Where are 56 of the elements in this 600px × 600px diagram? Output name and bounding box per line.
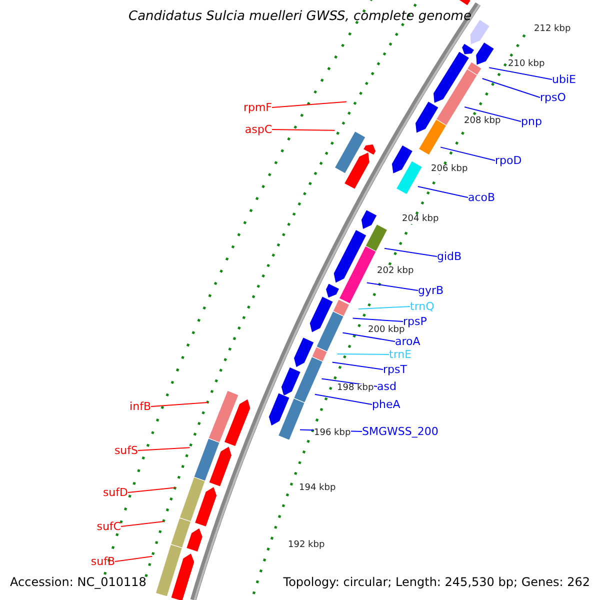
leader-line (332, 362, 384, 370)
leader-line (150, 402, 208, 407)
gene-label: asd (377, 381, 396, 392)
scale-label: 210 kbp (508, 60, 545, 69)
scale-label: 212 kbp (534, 25, 571, 34)
scale-label: 194 kbp (299, 484, 336, 493)
accession-text: Accession: NC_010118 (10, 576, 146, 588)
gene-label: pnp (521, 116, 542, 127)
leader-line (366, 282, 418, 291)
gene-label: pheA (372, 399, 400, 410)
scale-label: 208 kbp (464, 117, 501, 126)
leader-line (336, 354, 390, 355)
gene-label: sufB (90, 556, 115, 567)
leader-line (128, 487, 176, 493)
leader-line (384, 248, 438, 257)
gene-label: acoB (468, 192, 496, 203)
gene-label: sufS (114, 445, 138, 456)
leader-line (352, 318, 404, 322)
gene-label: rpsT (383, 364, 407, 375)
gene-label: rpmF (243, 102, 272, 113)
scale-label: 192 kbp (288, 541, 325, 550)
gene-label: sufC (96, 521, 121, 532)
leader-line (138, 447, 190, 451)
gene-label: gidB (437, 251, 462, 262)
gene-label: trnQ (410, 301, 434, 312)
scale-label: 198 kbp (337, 384, 374, 393)
leader-line (342, 332, 396, 342)
gene-label: rpoD (495, 155, 522, 166)
leader-line (120, 521, 164, 527)
gene-label: aspC (244, 124, 272, 135)
gene-label: trnE (389, 349, 412, 360)
gene-label: ubiE (552, 74, 576, 85)
gene-label: SMGWSS_200 (362, 426, 438, 437)
scale-label: 202 kbp (377, 267, 414, 276)
summary-text: Topology: circular; Length: 245,530 bp; Genes: 262 (283, 576, 590, 588)
leader-line (314, 394, 372, 405)
leader-line (417, 186, 468, 198)
leader-line (272, 129, 336, 131)
scale-label: 206 kbp (431, 165, 468, 174)
gene-label: infB (130, 401, 151, 412)
leader-line (114, 556, 153, 562)
leader-line (358, 306, 410, 310)
gene-label: rpsO (540, 92, 566, 103)
leader-line (482, 78, 540, 98)
scale-label: 204 kbp (402, 215, 439, 224)
gene-label: sufD (102, 487, 128, 498)
leader-line (464, 106, 522, 122)
gene-label: aroA (395, 336, 420, 347)
leader-line (272, 101, 347, 108)
gene-label: gyrB (418, 285, 444, 296)
scale-label: 200 kbp (368, 326, 405, 335)
scale-label: 196 kbp (314, 429, 351, 438)
genome-title: Candidatus Sulcia muelleri GWSS, complete genome (128, 10, 472, 23)
leader-line (440, 146, 496, 161)
leader-line (488, 67, 552, 80)
gene-label: rpsP (403, 316, 427, 327)
